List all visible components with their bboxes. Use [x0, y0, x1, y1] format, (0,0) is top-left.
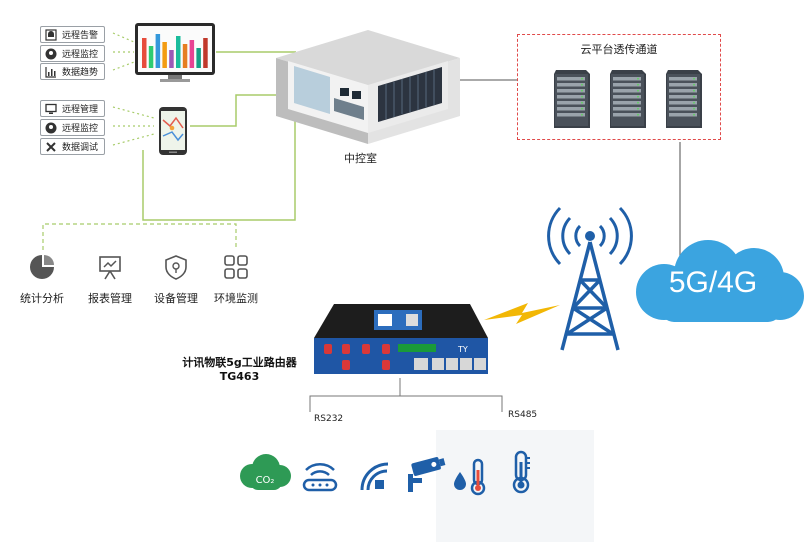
desktop-monitor [134, 22, 216, 84]
control-room-label: 中控室 [344, 152, 377, 165]
monitor-chart-bar [196, 48, 201, 68]
report-board-icon [95, 252, 125, 282]
menu-item[interactable]: 远程告警 [40, 26, 106, 43]
camera-icon [404, 454, 448, 498]
menu-item-label: 远程监控 [62, 124, 99, 134]
thermometer-icon [506, 450, 536, 498]
rs232-label: RS232 [314, 414, 344, 424]
menu-item-label: 数据趋势 [62, 68, 99, 78]
category-label: 统计分析 [20, 292, 64, 305]
wifi-sensor-icon [300, 456, 340, 500]
monitor-chart-bar [162, 42, 167, 68]
control-room-illustration [274, 28, 462, 146]
menu-item[interactable]: 数据调试 [40, 138, 106, 155]
lightning-icon [484, 303, 560, 324]
server-icon [608, 68, 648, 134]
tools-icon [44, 140, 57, 153]
smartphone [158, 106, 188, 156]
server-group [552, 68, 702, 132]
monitor-chart-bar [176, 36, 181, 68]
menu-item-label: 远程管理 [62, 105, 99, 115]
thermometer-drop-icon [452, 456, 492, 500]
category-item[interactable]: 报表管理 [80, 252, 140, 306]
shield-icon [161, 252, 191, 282]
menu-item-label: 数据调试 [62, 143, 99, 153]
monitor-chart-bar [169, 50, 174, 68]
category-item[interactable]: 环境监测 [206, 252, 266, 306]
signal-sensor-icon [356, 456, 392, 500]
alarm-icon [44, 28, 57, 41]
grid-icon [221, 252, 251, 282]
category-label: 报表管理 [88, 292, 132, 305]
router-name: 计讯物联5g工业路由器 [182, 356, 297, 369]
chart-icon [44, 65, 57, 78]
menu-item-label: 远程告警 [62, 31, 99, 41]
svg-text:TY: TY [457, 345, 468, 354]
rs485-label: RS485 [508, 410, 538, 420]
category-label: 环境监测 [214, 292, 258, 305]
location-pin-icon [44, 47, 57, 60]
router-model: TG463 [219, 370, 260, 383]
location-pin-icon [44, 121, 57, 134]
cloud-platform-label: 云平台透传通道 [580, 43, 658, 56]
co2-cloud-icon: CO₂ [236, 452, 294, 496]
monitor-chart-bar [182, 44, 188, 68]
menu-item[interactable]: 远程管理 [40, 100, 106, 117]
menu-item[interactable]: 远程监控 [40, 45, 106, 62]
monitor-chart-bar [142, 38, 147, 68]
menu-item[interactable]: 数据趋势 [40, 63, 106, 80]
network-label: 5G/4G [668, 266, 758, 299]
pie-chart-icon [27, 252, 57, 282]
monitor-chart-bar [189, 40, 195, 68]
network-cloud: 5G/4G [620, 238, 806, 326]
cloud-platform-box: 云平台透传通道 [517, 34, 721, 140]
server-icon [552, 68, 592, 134]
menu-item-label: 远程监控 [62, 50, 99, 60]
server-icon [664, 68, 704, 134]
menu-item[interactable]: 远程监控 [40, 119, 106, 136]
category-item[interactable]: 设备管理 [146, 252, 206, 306]
monitor-icon [44, 102, 57, 115]
monitor-chart-bar [148, 46, 154, 68]
monitor-chart-bar [155, 34, 161, 68]
co2-text: CO₂ [256, 475, 275, 486]
router-device: TY [312, 302, 490, 376]
router-caption: 计讯物联5g工业路由器 TG463 [162, 356, 317, 384]
cell-tower-icon [540, 204, 640, 354]
monitor-chart-bar [203, 38, 208, 68]
category-item[interactable]: 统计分析 [12, 252, 72, 306]
category-label: 设备管理 [154, 292, 198, 305]
